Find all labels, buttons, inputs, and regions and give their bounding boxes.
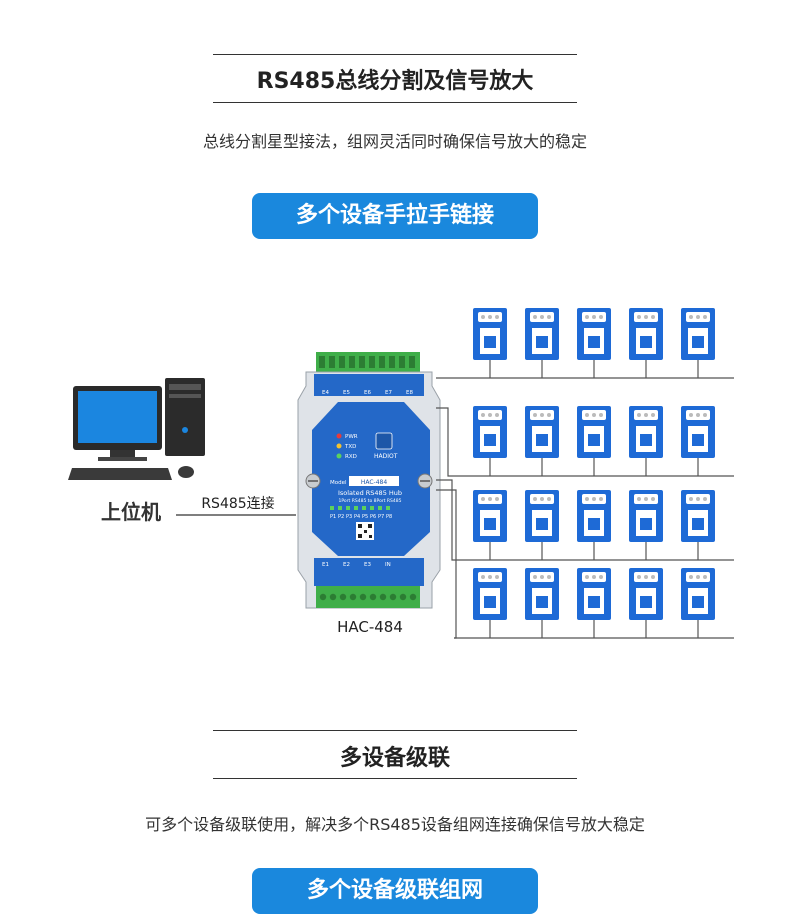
bus-wires: [436, 360, 734, 639]
slave-device-icon: [681, 406, 715, 458]
host-computer-icon: [68, 378, 205, 480]
section1-subtitle: 总线分割星型接法，组网灵活同时确保信号放大的稳定: [202, 132, 587, 151]
section1-pill: 多个设备手拉手链接: [252, 193, 538, 239]
host-label: 上位机: [101, 500, 161, 524]
link-label: RS485连接: [201, 495, 274, 512]
port-label: P8: [386, 514, 392, 520]
group-label: E1: [322, 562, 329, 568]
port-label: P7: [378, 514, 384, 520]
port-label: P4: [354, 514, 360, 520]
group-label: IN: [385, 562, 391, 568]
port-label: P6: [370, 514, 376, 520]
slave-device-icon: [629, 406, 663, 458]
module-product-name: Isolated RS485 Hub: [338, 489, 402, 497]
slave-device-icon: [681, 308, 715, 360]
section2-title: 多设备级联: [339, 746, 450, 771]
slave-device-icon: [473, 490, 507, 542]
section1-rule-bottom: [213, 102, 577, 103]
slave-device-icon: [473, 568, 507, 620]
group-label: E4: [322, 390, 329, 396]
section2-rule-top: [213, 730, 577, 731]
slave-device-icon: [577, 568, 611, 620]
slave-device-icon: [681, 490, 715, 542]
slave-device-icon: [681, 568, 715, 620]
slave-device-icon: [473, 406, 507, 458]
slave-device-grid: [473, 308, 715, 620]
group-label: E3: [364, 562, 371, 568]
slave-device-icon: [525, 568, 559, 620]
section2-rule-bottom: [213, 778, 577, 779]
network-diagram: 上位机 RS485连接: [68, 308, 734, 639]
section1-rule-top: [213, 54, 577, 55]
module-top-groups: E4 E5 E6 E7 E8: [322, 390, 413, 396]
device-caption: HAC-484: [337, 618, 403, 636]
slave-device-icon: [525, 490, 559, 542]
slave-device-icon: [577, 490, 611, 542]
group-label: E2: [343, 562, 350, 568]
section1-title: RS485总线分割及信号放大: [256, 69, 534, 94]
slave-device-icon: [525, 406, 559, 458]
group-label: E6: [364, 390, 371, 396]
section2-pill: 多个设备级联组网: [252, 868, 538, 914]
module-led-txd: TXD: [344, 444, 356, 450]
module-led-rxd: RXD: [345, 454, 357, 460]
module-model-label: Model: [330, 480, 347, 486]
slave-device-icon: [629, 308, 663, 360]
slave-device-icon: [473, 308, 507, 360]
hac484-module: PWR TXD RXD HADIOT Model HAC-484 Isolate…: [297, 352, 441, 609]
group-label: E5: [343, 390, 350, 396]
section2-subtitle: 可多个设备级联使用，解决多个RS485设备组网连接确保信号放大稳定: [145, 815, 645, 834]
module-brand: HADIOT: [374, 453, 398, 460]
module-bottom-groups: E1 E2 E3 IN: [322, 562, 391, 568]
port-label: P5: [362, 514, 368, 520]
port-label: P1: [330, 514, 336, 520]
module-product-desc: 1Port RS485 to 8Port RS485: [339, 498, 402, 504]
slave-device-icon: [577, 308, 611, 360]
module-port-labels: P1 P2 P3 P4 P5 P6 P7 P8: [330, 514, 392, 520]
group-label: E7: [385, 390, 392, 396]
port-label: P3: [346, 514, 352, 520]
module-model: HAC-484: [361, 479, 388, 486]
slave-device-icon: [525, 308, 559, 360]
group-label: E8: [406, 390, 413, 396]
slave-device-icon: [577, 406, 611, 458]
module-led-pwr: PWR: [345, 434, 358, 440]
slave-device-icon: [629, 568, 663, 620]
slave-device-icon: [629, 490, 663, 542]
port-label: P2: [338, 514, 344, 520]
